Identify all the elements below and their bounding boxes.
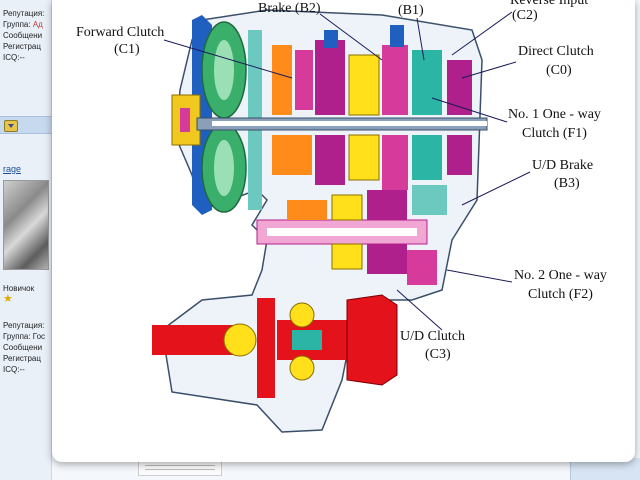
profile-reputation: Репутация: (3, 321, 45, 330)
label-reverse-input-clutch: Reverse Input (510, 0, 588, 8)
label-f1: Clutch (F1) (522, 126, 587, 141)
underdrive-section (256, 185, 447, 285)
label-c0: (C0) (546, 63, 572, 78)
input-shaft (196, 117, 488, 131)
username-link[interactable]: rage (3, 164, 22, 174)
differential (152, 294, 398, 398)
label-f2: Clutch (F2) (528, 287, 593, 302)
avatar (3, 180, 49, 270)
post-action-bar (0, 116, 52, 134)
leader-lines (163, 11, 531, 331)
profile-registration: Регистрац (3, 354, 41, 363)
callouts: Brake (B2) (B1) Reverse Input (C2) Forwa… (76, 0, 607, 362)
label-ud-clutch: U/D Clutch (400, 329, 465, 344)
profile-messages: Сообщени (3, 31, 43, 40)
label-brake-b2: Brake (B2) (258, 1, 321, 16)
profile-group: Группа: (3, 20, 31, 29)
label-direct-clutch: Direct Clutch (518, 44, 594, 59)
profile-registration: Регистрац (3, 42, 41, 51)
label-one-way-clutch-2: No. 2 One - way (514, 268, 607, 283)
label-b3: (B3) (554, 176, 580, 191)
transmission-diagram: Brake (B2) (B1) Reverse Input (C2) Forwa… (76, 0, 607, 433)
torque-converter (171, 15, 262, 215)
profile-info-bottom: Репутация: Группа: Гос Сообщени Регистра… (3, 320, 45, 375)
page-side-strip (570, 458, 640, 480)
label-one-way-clutch-1: No. 1 One - way (508, 107, 601, 122)
upper-clutch-packs (272, 25, 472, 190)
profile-icq: ICQ:-- (3, 53, 25, 62)
star-icon: ★ (3, 293, 13, 305)
profile-group-value: Ад (32, 20, 43, 29)
label-forward-clutch: Forward Clutch (76, 25, 164, 40)
profile-icq: ICQ:-- (3, 365, 25, 374)
profile-group: Группа: Гос (3, 332, 46, 341)
profile-messages: Сообщени (3, 343, 43, 352)
label-c2: (C2) (512, 8, 538, 23)
user-rank: Новичок (3, 284, 35, 293)
label-c1: (C1) (114, 42, 140, 57)
profile-reputation: Репутация: (3, 9, 45, 18)
label-ud-brake: U/D Brake (532, 158, 593, 173)
forum-sidebar: Репутация: Группа: Ад Сообщени Регистрац… (0, 0, 52, 480)
image-lightbox[interactable]: Brake (B2) (B1) Reverse Input (C2) Forwa… (52, 0, 635, 462)
label-c3: (C3) (425, 347, 451, 362)
profile-info-top: Репутация: Группа: Ад Сообщени Регистрац… (3, 8, 44, 63)
expand-icon[interactable] (4, 120, 18, 132)
label-b1: (B1) (398, 3, 424, 18)
